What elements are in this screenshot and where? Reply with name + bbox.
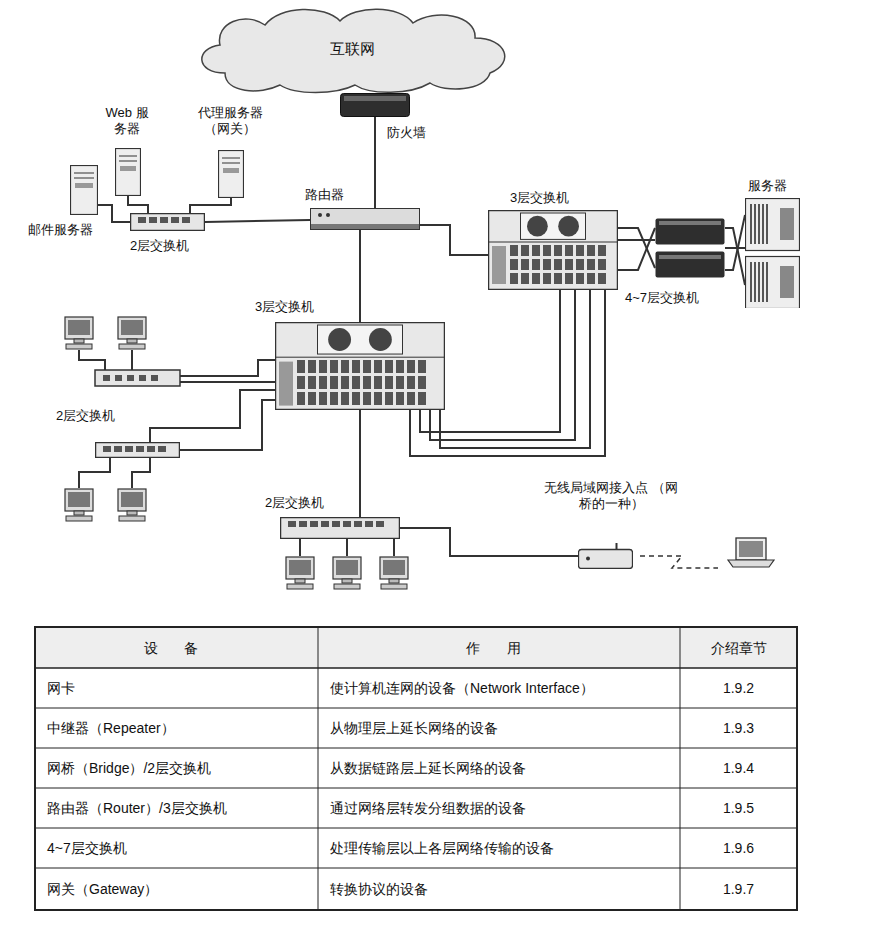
server-icon: 代理服务器 （网关） <box>218 150 244 198</box>
network-cable <box>205 220 310 222</box>
table-cell: 1.9.3 <box>682 710 795 746</box>
table-cell: 1.9.5 <box>682 790 795 826</box>
table-cell: 1.9.2 <box>682 670 795 706</box>
network-cable <box>98 205 130 222</box>
table-cell: 1.9.7 <box>682 870 795 908</box>
table-header: 设 备 <box>37 629 316 666</box>
network-cable <box>359 230 361 322</box>
table-cell: 处理传输层以上各层网络传输的设备 <box>320 830 678 866</box>
server-icon: 邮件服务器 <box>70 165 98 215</box>
table-cell: 网桥（Bridge）/2层交换机 <box>37 750 316 786</box>
network-cable <box>374 117 376 208</box>
table-cell: 4~7层交换机 <box>37 830 316 866</box>
network-cable <box>128 196 148 213</box>
device-label: 4~7层交换机 <box>625 290 699 306</box>
switch-icon: 3层交换机 <box>275 322 445 410</box>
table-cell: 网关（Gateway） <box>37 870 316 908</box>
server-icon: Web 服务器 <box>115 148 141 196</box>
firewall-icon: 防火墙 <box>340 93 410 117</box>
table-cell: 网卡 <box>37 670 316 706</box>
table-header: 作 用 <box>320 629 678 666</box>
server-icon: 服务器 <box>745 198 800 308</box>
table-cell: 1.9.4 <box>682 750 795 786</box>
switch-icon: 3层交换机 <box>488 210 618 290</box>
device-label: Web 服务器 <box>103 105 151 137</box>
access-point-icon: 无线局域网接入点 （网桥的一种） <box>578 543 633 569</box>
table-cell: 通过网络层转发分组数据的设备 <box>320 790 678 826</box>
device-label: 3层交换机 <box>255 299 314 315</box>
network-cable <box>420 225 488 255</box>
router-icon: 路由器 <box>310 208 420 230</box>
table-cell: 使计算机连网的设备（Network Interface） <box>320 670 678 706</box>
switch-icon: 2层交换机 <box>95 442 180 458</box>
device-label: 2层交换机 <box>130 238 189 254</box>
table-header: 介绍章节 <box>682 629 795 666</box>
network-cable <box>150 390 275 442</box>
device-label: 代理服务器 （网关） <box>188 105 272 137</box>
device-label: 服务器 <box>748 178 787 194</box>
table-cell: 从物理层上延长网络的设备 <box>320 710 678 746</box>
switch-icon: 4~7层交换机 <box>655 218 725 278</box>
device-label: 防火墙 <box>387 125 426 141</box>
device-label: 路由器 <box>305 187 344 203</box>
network-cable <box>359 410 361 517</box>
network-cable <box>618 239 655 241</box>
switch-icon: 2层交换机 <box>280 517 400 539</box>
table-cell: 路由器（Router）/3层交换机 <box>37 790 316 826</box>
device-label: 互联网 <box>185 3 520 95</box>
device-label: 无线局域网接入点 （网桥的一种） <box>538 480 684 512</box>
device-label: 2层交换机 <box>265 495 324 511</box>
table-cell: 中继器（Repeater） <box>37 710 316 746</box>
network-cable <box>400 528 578 556</box>
network-cable <box>190 198 231 213</box>
device-label: 2层交换机 <box>56 408 115 424</box>
table-cell: 1.9.6 <box>682 830 795 866</box>
device-label: 3层交换机 <box>510 190 569 206</box>
table-cell: 从数据链路层上延长网络的设备 <box>320 750 678 786</box>
internet-cloud: 互联网 <box>185 3 520 95</box>
switch-icon: 2层交换机 <box>130 213 205 231</box>
device-label: 邮件服务器 <box>28 222 93 238</box>
table-cell: 转换协议的设备 <box>320 870 678 908</box>
network-cable <box>725 247 745 249</box>
